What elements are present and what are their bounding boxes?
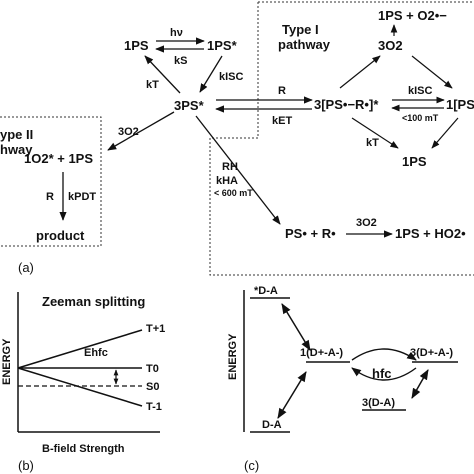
triplet-da-label: 3(D-A)	[362, 397, 395, 409]
triplet-oxygen-left: 3O2	[118, 126, 139, 138]
R-label: R	[278, 85, 286, 97]
singlet-cs-to-ground-arrow	[277, 371, 307, 419]
type2-pathway-box	[0, 116, 102, 247]
t-zero-label: T0	[146, 363, 159, 375]
kpdt-label: kPDT	[68, 191, 96, 203]
radical-pair-to-o2-arrow	[339, 55, 381, 89]
zeeman-title: Zeeman splitting	[42, 294, 145, 309]
hydrogen-abstraction-arrow	[195, 115, 281, 225]
type2-title-line1: ype II	[0, 127, 33, 142]
panel-c-label: (c)	[244, 458, 259, 473]
energy-transfer-arrow	[107, 111, 175, 151]
da-ground-label: D-A	[262, 419, 282, 431]
kisc-left-label: kISC	[219, 71, 244, 83]
type2-title-line2: hway	[0, 142, 33, 157]
singlet-radical-pair: 1[PS	[446, 97, 474, 112]
panel-b-label: (b)	[18, 458, 34, 473]
t-plus-label: T+1	[146, 323, 165, 335]
lt100-label: <100 mT	[402, 113, 439, 123]
t-plus-line	[17, 329, 143, 369]
hfc-upper-arrow	[351, 348, 417, 361]
ks-label: kS	[174, 55, 187, 67]
kt-right-label: kT	[366, 137, 379, 149]
hfc-lower-arrow	[351, 367, 417, 381]
product-label: product	[36, 228, 85, 243]
panel-a-label: (a)	[18, 260, 34, 275]
panel-b-y-axis-label: ENERGY	[1, 338, 13, 385]
kisc-right-label: kISC	[408, 85, 433, 97]
ehfc-label: Ehfc	[84, 347, 108, 359]
ps-plus-hydroperoxyl: 1PS + HO2•	[395, 226, 466, 241]
excited-to-singlet-cs-arrow	[281, 303, 311, 351]
lt600-label: < 600 mT	[214, 188, 253, 198]
panel-c-y-axis-label: ENERGY	[227, 333, 239, 380]
type1-pathway-box	[209, 1, 474, 276]
s-zero-label: S0	[146, 381, 159, 393]
hv-label: hν	[170, 27, 183, 39]
R-pdt-label: R	[46, 191, 54, 203]
o2-to-singlet-pair-arrow	[411, 55, 453, 89]
ket-label: kET	[272, 115, 292, 127]
kha-label: kHA	[216, 175, 238, 187]
triplet-oxygen-top: 3O2	[378, 38, 403, 53]
ps-singlet-ground-right: 1PS	[402, 154, 427, 169]
superoxide-products: 1PS + O2•−	[378, 8, 447, 23]
hfc-label: hfc	[372, 366, 392, 381]
triplet-oxygen-bottom: 3O2	[356, 217, 377, 229]
triplet-radical-pair: 3[PS•−R•]*	[314, 97, 379, 112]
singlet-oxygen-plus-ps: 1O2* + 1PS	[24, 151, 93, 166]
isc-arrow	[199, 55, 223, 93]
type1-title-line2: pathway	[278, 37, 331, 52]
singlet-pair-recombination-arrow	[431, 117, 459, 149]
singlet-cs-label: 1(D+-A-)	[300, 347, 343, 359]
t-minus-label: T-1	[146, 401, 162, 413]
kt-left-label: kT	[146, 79, 159, 91]
triplet-cs-to-triplet-da-arrow	[411, 369, 429, 399]
ps-radical-plus-r: PS• + R•	[285, 226, 336, 241]
kt-right-arrow	[351, 117, 399, 149]
ps-singlet-excited: 1PS*	[207, 38, 238, 53]
da-excited-label: *D-A	[254, 285, 278, 297]
type1-title-line1: Type I	[282, 22, 319, 37]
ps-singlet-ground-left: 1PS	[124, 38, 149, 53]
kt-left-arrow	[144, 55, 181, 94]
ps-triplet-excited: 3PS*	[174, 98, 205, 113]
RH-label: RH	[222, 161, 238, 173]
panel-b-x-axis-label: B-field Strength	[42, 443, 125, 455]
t-minus-line	[17, 367, 143, 407]
triplet-cs-label: 3(D+-A-)	[410, 347, 453, 359]
